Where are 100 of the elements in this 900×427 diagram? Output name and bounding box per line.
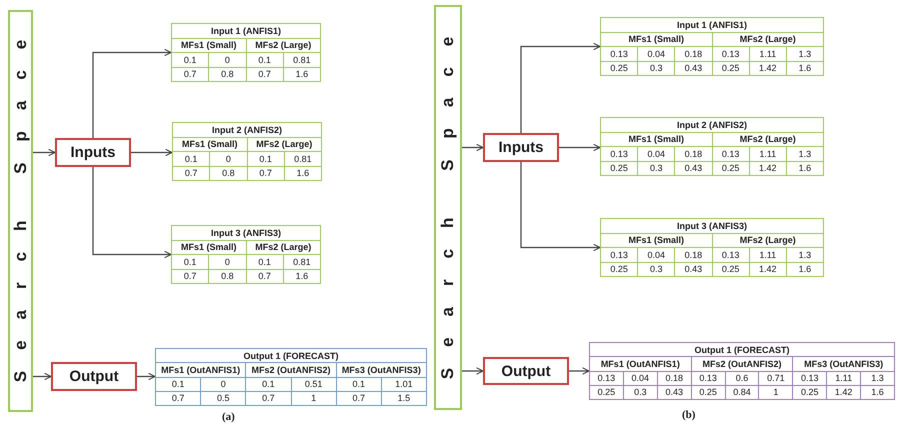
table-value: 0.3 [638,62,676,76]
table-value: 0.04 [624,372,658,386]
table-value: 1.3 [786,248,824,262]
table-value: 0.13 [601,248,638,262]
box-label: Inputs [498,139,544,156]
vertical-label: Search Space [438,15,458,381]
table-value: 0.13 [590,372,624,386]
table-value: 0.13 [601,147,638,162]
table-value: 0.1 [246,53,284,68]
table-value: 0.3 [624,386,658,400]
table-value: 1.6 [786,162,824,176]
table-value: 0.81 [284,53,321,68]
table-value: 0.43 [675,262,712,277]
table-value: 0.84 [726,386,760,400]
arrow [33,372,52,380]
table-value: 0.6 [726,372,760,386]
table-value: 0.1 [246,255,284,270]
table-value: 1.42 [827,386,862,400]
table-value: 1.3 [786,147,824,162]
table-value: 0.13 [712,147,750,162]
table-title: Output 1 (FORECAST) [156,349,427,364]
column-header: MFs1 (Small) [172,38,246,53]
search-space-bar [434,5,462,410]
table-value: 0.04 [638,147,676,162]
table-value: 0.25 [712,62,750,76]
data-table [589,342,895,400]
table-title: Input 1 (ANFIS1) [601,18,824,32]
table-value: 0 [209,53,246,68]
table-value: 0.18 [675,47,712,62]
column-header: MFs3 (OutANFIS3) [336,363,427,378]
arrow [520,42,601,133]
table-value: 0 [209,255,246,270]
data-table [600,218,824,277]
table-value: 0.18 [658,372,692,386]
table-value: 1.6 [284,166,322,181]
table-value: 0.7 [173,166,210,181]
table-value: 0.1 [172,53,210,68]
table-value: 0.8 [209,68,246,82]
process-box [51,362,137,391]
table-value: 0.8 [209,270,246,284]
table-value: 1.42 [750,62,787,76]
column-header: MFs2 (OutANFIS2) [692,357,794,372]
table-value: 0.43 [658,386,692,400]
table-value: 1.6 [861,386,895,400]
data-table [172,122,322,181]
table-value: 0.81 [284,255,321,270]
table-title: Input 3 (ANFIS3) [172,226,321,240]
table-value: 0.1 [248,152,285,166]
table-value: 1.42 [750,262,787,277]
column-header: MFs2 (Large) [246,240,321,255]
table-value: 0.13 [793,372,828,386]
arrow [92,48,172,138]
table-value: 0.1 [336,378,382,392]
table-value: 1.42 [750,162,787,176]
data-table [171,23,321,82]
table-value: 0.04 [638,248,676,262]
table-value: 0.7 [248,166,285,181]
column-header: MFs1 (Small) [601,132,712,147]
arrow [559,144,601,152]
box-label: Output [69,368,119,385]
table-value: 1.5 [382,392,427,406]
table-value: 0.8 [210,166,248,181]
arrow [462,367,484,375]
table-value: 0 [201,378,246,392]
vertical-label: Search Space [10,18,30,384]
table-value: 0.18 [675,248,712,262]
table-value: 0.71 [759,372,794,386]
table-value: 0.5 [201,392,246,406]
arrow [462,144,484,152]
column-header: MFs3 (OutANFIS3) [793,357,895,372]
table-value: 0.1 [173,152,210,166]
column-header: MFs1 (Small) [172,240,246,255]
table-value: 0.7 [246,392,292,406]
column-header: MFs2 (Large) [712,132,824,147]
column-header: MFs1 (Small) [601,32,712,47]
box-label: Inputs [70,144,116,161]
process-box [483,357,569,385]
table-value: 1.6 [284,270,321,284]
data-table [171,225,321,284]
table-value: 1.6 [786,62,824,76]
arrow [92,167,172,258]
process-box [55,138,131,167]
table-value: 0.13 [712,47,750,62]
table-value: 1.11 [750,147,787,162]
column-header: MFs2 (Large) [712,234,824,248]
table-value: 0.7 [336,392,382,406]
column-header: MFs1 (OutANFIS1) [156,363,246,378]
table-value: 0.1 [156,378,202,392]
column-header: MFs2 (Large) [712,32,824,47]
table-value: 0.7 [172,68,210,82]
panel-label: (a) [222,411,235,423]
table-value: 0.7 [172,270,210,284]
arrow [137,372,156,380]
arrow [131,148,173,156]
table-value: 1 [292,392,337,406]
table-value: 0.25 [601,162,638,176]
data-table [600,117,824,176]
table-value: 0.04 [638,47,676,62]
table-value: 0.43 [675,62,712,76]
search-space-bar [8,10,33,412]
